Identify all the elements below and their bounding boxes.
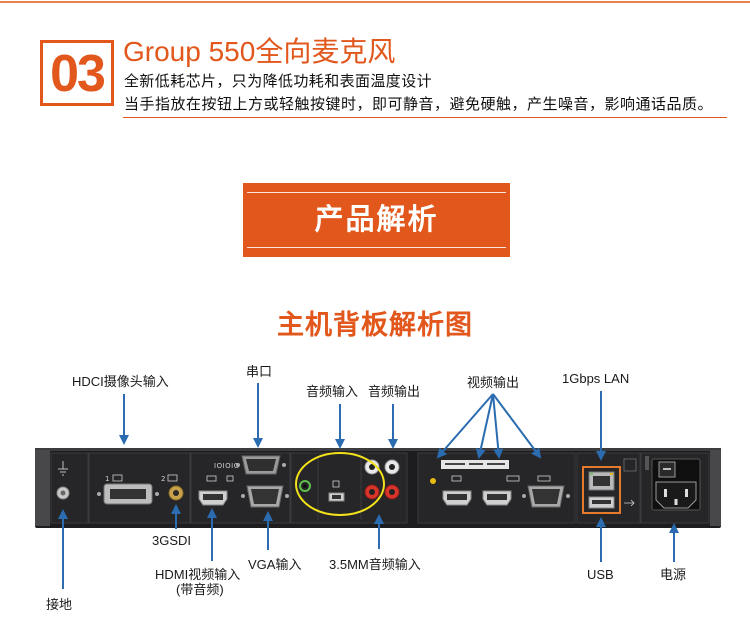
hdmi-in-icon xyxy=(206,475,217,482)
label-hdmi-with-audio-note: (带音频) xyxy=(176,582,224,597)
diagram-title: 主机背板解析图 xyxy=(277,310,473,340)
sdi-bnc-center xyxy=(173,490,179,496)
rj45-lan-port-opening xyxy=(593,476,610,486)
label-ground: 接地 xyxy=(46,597,73,612)
label-35mm-audio-input: 3.5MM音频输入 xyxy=(329,557,421,572)
power-rating-label xyxy=(645,456,649,470)
label-usb: USB xyxy=(587,567,614,582)
usb-port-slot xyxy=(592,500,611,504)
audio-highlight-ellipse xyxy=(295,452,385,516)
hdci-screw-left xyxy=(97,492,101,496)
power-pin-left xyxy=(664,489,667,497)
section-desc-line-2: 当手指放在按钮上方或轻触按键时，即可静音，避免硬触，产生噪音，影响通话品质。 xyxy=(124,96,714,113)
network-info-label xyxy=(623,458,637,472)
back-panel: 1 2 IOIOIO xyxy=(35,448,721,528)
section-desc-line-1: 全新低耗芯片，只为降低功耗和表面温度设计 xyxy=(124,73,433,90)
vga-out-screw-left xyxy=(522,494,526,498)
panel-top-edge xyxy=(35,448,721,451)
label-power: 电源 xyxy=(660,567,687,582)
serial-screw-right xyxy=(282,463,286,467)
hdmi-out-2-icon xyxy=(506,475,520,482)
power-pin-right xyxy=(685,489,688,497)
serial-db9-pins xyxy=(246,459,276,471)
section-underline xyxy=(123,117,727,118)
callout-arrows xyxy=(58,383,679,589)
lan-led-right xyxy=(610,473,613,475)
hdci-port-1-marking: 1 xyxy=(105,475,109,483)
label-strip-mark-3 xyxy=(487,463,505,465)
banner-top-line xyxy=(247,192,506,193)
arrow-video-out-1 xyxy=(436,393,494,459)
hdci-connector-pins xyxy=(110,489,146,499)
hdci-port-2-icon xyxy=(167,474,178,482)
rca-audio-in-white-center xyxy=(369,464,375,470)
plate-ground xyxy=(50,452,89,524)
hdci-port-2-marking: 2 xyxy=(161,475,165,483)
section-number-box: 03 xyxy=(40,40,114,106)
arrow-video-out-4 xyxy=(492,393,542,459)
mic-input-port-slot xyxy=(332,495,341,499)
label-strip-mark-1 xyxy=(445,463,465,465)
arrow-video-out-2 xyxy=(475,393,494,459)
lan-led-left xyxy=(590,473,593,475)
vga-in-port-pins xyxy=(251,489,279,504)
vga-in-screw-left xyxy=(241,494,245,498)
serial-screw-left xyxy=(236,463,240,467)
usb-symbol-icon xyxy=(624,499,635,507)
audio-in-icon xyxy=(226,475,234,482)
ground-symbol-icon xyxy=(58,461,68,476)
right-rack-ear xyxy=(710,450,721,526)
power-iec-socket xyxy=(655,481,697,509)
left-rack-ear xyxy=(35,450,50,526)
audio-35mm-jack-center xyxy=(303,484,307,488)
product-analysis-banner: 产品解析 xyxy=(243,183,510,257)
vga-out-port-pins xyxy=(532,489,560,504)
section-number: 03 xyxy=(50,45,106,103)
hdci-screw-right xyxy=(155,492,159,496)
banner-bottom-line xyxy=(247,247,506,248)
label-video-output: 视频输出 xyxy=(467,375,520,390)
vga-in-screw-right xyxy=(285,494,289,498)
hdci-port-1-icon xyxy=(112,474,123,482)
label-strip-mark-2 xyxy=(469,463,483,465)
label-vga-input: VGA输入 xyxy=(248,557,302,572)
rca-audio-in-red-center xyxy=(369,489,375,495)
lan-usb-highlight-frame xyxy=(582,466,621,514)
hdmi-out-1-slot xyxy=(447,494,467,500)
arrow-video-out-3 xyxy=(492,393,504,459)
top-rule xyxy=(0,1,750,3)
label-audio-output: 音频输出 xyxy=(368,384,421,399)
hdmi-out-2-slot xyxy=(487,494,507,500)
vga-out-icon xyxy=(537,475,551,482)
mic-port-icon xyxy=(332,480,340,488)
video-out-indicator xyxy=(430,478,436,484)
ground-screw-center xyxy=(60,490,66,496)
hdmi-out-1-icon xyxy=(451,475,462,482)
vga-out-screw-right xyxy=(566,494,570,498)
label-lan: 1Gbps LAN xyxy=(562,371,630,386)
label-audio-input: 音频输入 xyxy=(306,384,359,399)
label-hdmi-video-input: HDMI视频输入 xyxy=(155,567,241,582)
power-pin-earth xyxy=(674,499,678,505)
label-serial-port: 串口 xyxy=(246,364,273,379)
rca-audio-out-red-center xyxy=(389,489,395,495)
label-3gsdi: 3GSDI xyxy=(152,533,192,548)
banner-label: 产品解析 xyxy=(314,204,439,236)
audio-35mm-jack xyxy=(299,480,311,492)
hdmi-in-port-slot xyxy=(203,494,223,500)
serial-marking: IOIOIO xyxy=(214,462,240,470)
section-title: Group 550全向麦克风 xyxy=(123,36,396,67)
label-hdci-camera-input: HDCI摄像头输入 xyxy=(72,374,169,389)
rca-audio-out-white-center xyxy=(389,464,395,470)
